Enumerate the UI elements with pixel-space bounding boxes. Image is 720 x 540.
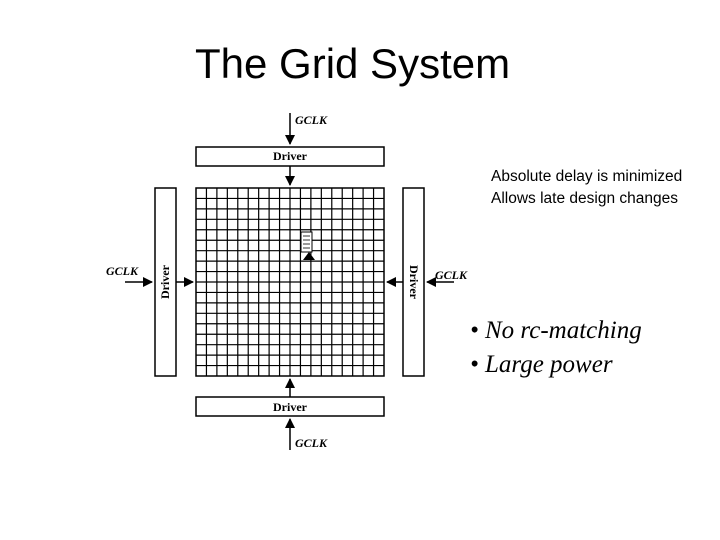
driver-top: Driver [195, 146, 385, 167]
gclk-label-left: GCLK [106, 264, 139, 278]
driver-top-label: Driver [273, 149, 308, 163]
clock-input-top: GCLK [285, 113, 328, 145]
benefit-item: Allows late design changes [491, 190, 678, 207]
clock-input-bottom: GCLK [285, 418, 328, 450]
driver-bottom: Driver [195, 396, 385, 417]
gclk-label-top: GCLK [295, 113, 328, 127]
benefits-list: Absolute delay is minimized Allows late … [491, 166, 682, 210]
drawback-item: • No rc-matching [470, 317, 642, 344]
driver-right: Driver [402, 187, 425, 377]
benefit-item: Absolute delay is minimized [491, 168, 683, 185]
driver-left-label: Driver [158, 264, 172, 299]
driver-right-label: Driver [407, 265, 421, 300]
slide-title: The Grid System [195, 40, 511, 87]
driver-bottom-label: Driver [273, 400, 308, 414]
drawbacks-list: • No rc-matching • Large power [470, 314, 642, 382]
driver-connections [176, 166, 403, 397]
driver-left: Driver [154, 187, 177, 377]
clock-grid [195, 187, 385, 377]
clock-input-left: GCLK [106, 264, 153, 287]
drawback-item: • Large power [470, 351, 613, 378]
clock-input-right: GCLK [426, 268, 468, 287]
gclk-label-bottom: GCLK [295, 436, 328, 450]
grid-lines [196, 188, 384, 376]
clock-buffer-symbol [300, 231, 315, 260]
gclk-label-right: GCLK [435, 268, 468, 282]
